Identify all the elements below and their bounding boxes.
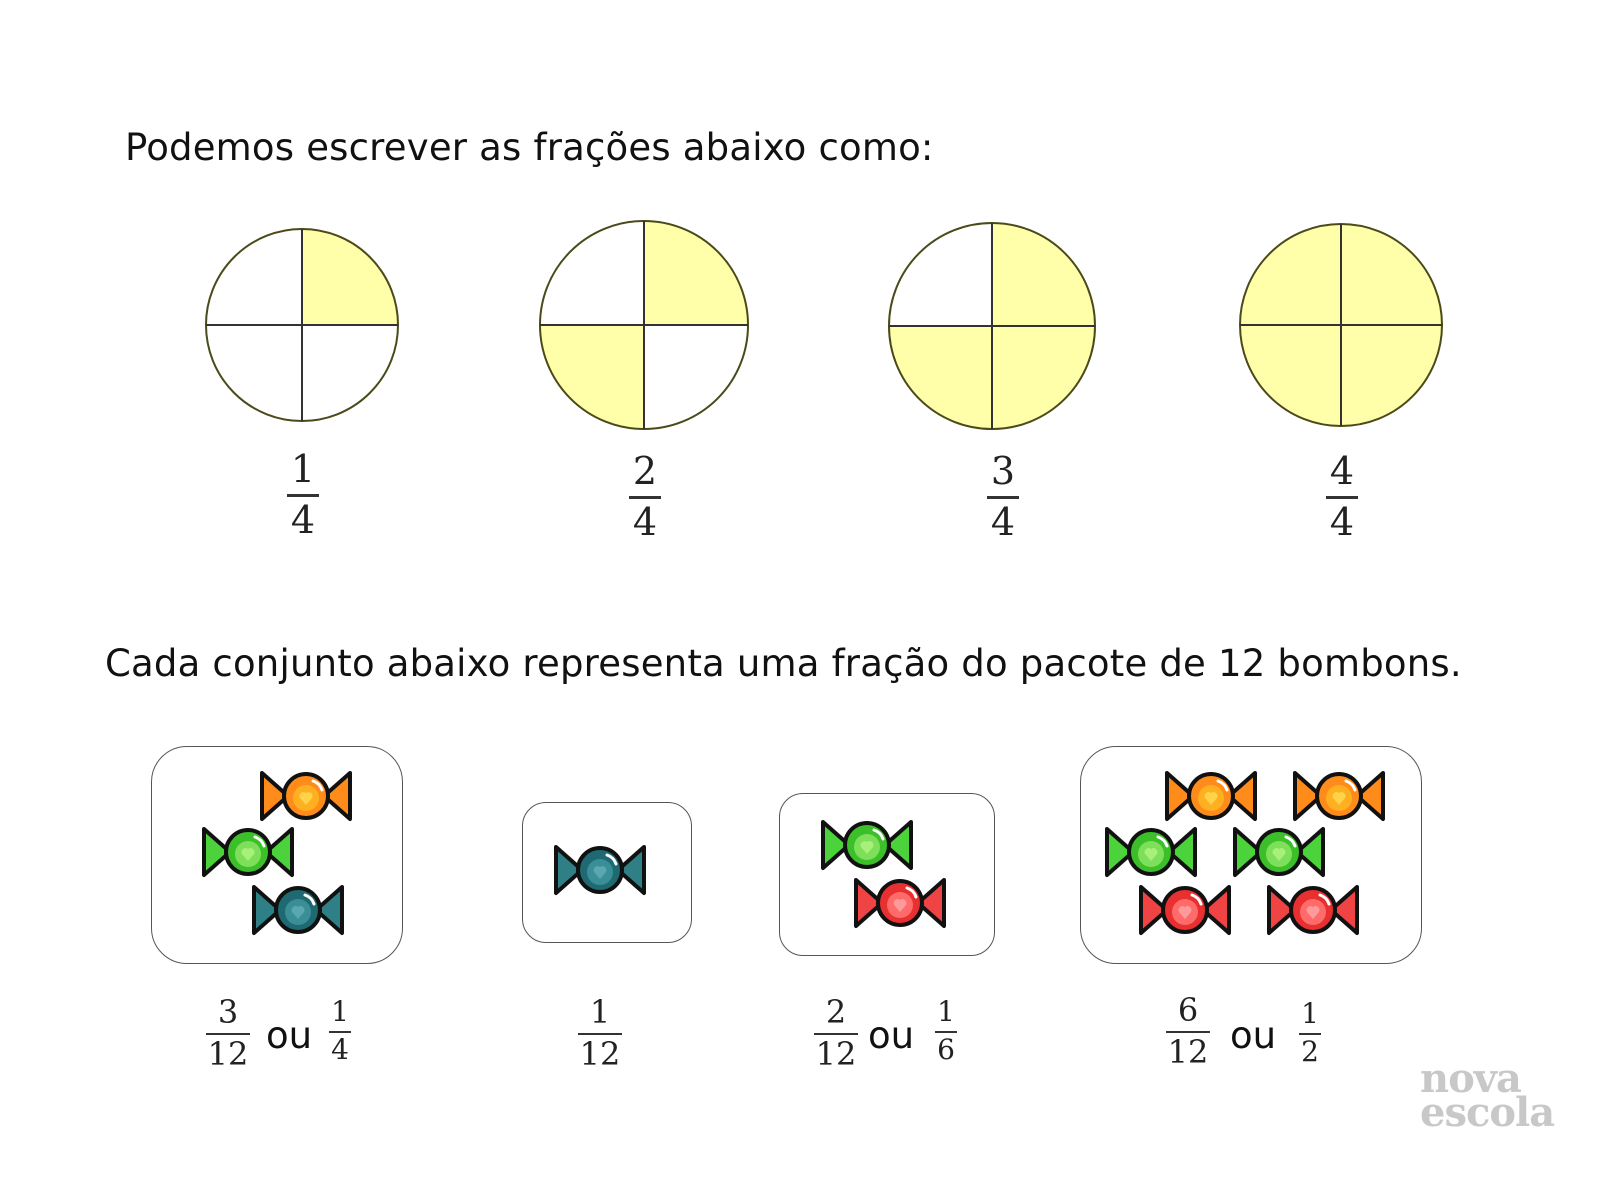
logo-line-1: nova — [1420, 1055, 1522, 1102]
fraction-bar — [578, 1033, 622, 1035]
or-label: ou — [868, 1014, 915, 1057]
candy-set-box — [522, 802, 692, 943]
teal-candy-icon — [552, 843, 648, 897]
denominator: 4 — [331, 1033, 349, 1066]
numerator: 1 — [937, 995, 955, 1028]
candy-set-box — [151, 746, 403, 964]
denominator: 12 — [207, 1035, 249, 1073]
pie-chart-three-quarters — [888, 222, 1096, 430]
candy-set-box — [779, 793, 995, 956]
or-label: ou — [1230, 1014, 1277, 1057]
numerator: 2 — [825, 993, 847, 1031]
numerator: 1 — [331, 995, 349, 1028]
or-label: ou — [266, 1014, 313, 1057]
denominator: 12 — [1167, 1033, 1209, 1071]
fraction-label: 1 4 — [287, 450, 319, 539]
fraction-bar — [987, 496, 1019, 499]
denominator: 4 — [990, 500, 1016, 544]
numerator: 3 — [990, 449, 1016, 493]
numerator: 4 — [1329, 449, 1355, 493]
fraction-bar — [814, 1033, 858, 1035]
denominator: 4 — [1329, 500, 1355, 544]
red-candy-icon — [1265, 883, 1361, 937]
green-candy-icon — [1231, 825, 1327, 879]
fraction-bar — [329, 1031, 351, 1033]
green-candy-icon — [819, 818, 915, 872]
numerator: 1 — [589, 993, 611, 1031]
denominator: 2 — [1301, 1035, 1319, 1068]
pie-chart-four-quarters — [1239, 223, 1443, 427]
fraction-label: 2 4 — [629, 452, 661, 541]
fraction-bar — [1299, 1033, 1321, 1035]
red-candy-icon — [1137, 883, 1233, 937]
simplified-fraction-label: 1 2 — [1299, 1000, 1321, 1066]
fraction-label: 2 12 — [814, 996, 858, 1070]
candies-intro-heading: Cada conjunto abaixo representa uma fraç… — [105, 642, 1462, 685]
denominator: 6 — [937, 1033, 955, 1066]
fraction-bar — [935, 1031, 957, 1033]
fractions-intro-heading: Podemos escrever as frações abaixo como: — [125, 126, 934, 169]
fraction-label: 3 12 — [206, 996, 250, 1070]
numerator: 3 — [217, 993, 239, 1031]
green-candy-icon — [200, 825, 296, 879]
denominator: 12 — [815, 1035, 857, 1073]
fraction-bar — [1326, 496, 1358, 499]
green-candy-icon — [1103, 825, 1199, 879]
numerator: 2 — [632, 449, 658, 493]
denominator: 12 — [579, 1035, 621, 1073]
numerator: 6 — [1177, 991, 1199, 1029]
simplified-fraction-label: 1 4 — [329, 998, 351, 1064]
simplified-fraction-label: 1 6 — [935, 998, 957, 1064]
red-candy-icon — [852, 876, 948, 930]
fraction-bar — [629, 496, 661, 499]
fraction-label: 1 12 — [578, 996, 622, 1070]
pie-chart-two-quarters — [539, 220, 749, 430]
candy-set-box — [1080, 746, 1422, 964]
fraction-label: 4 4 — [1326, 452, 1358, 541]
denominator: 4 — [290, 498, 316, 542]
fraction-bar — [1166, 1031, 1210, 1033]
fraction-bar — [206, 1033, 250, 1035]
pie-chart-one-quarter — [205, 228, 399, 422]
numerator: 1 — [290, 447, 316, 491]
fraction-label: 6 12 — [1166, 994, 1210, 1068]
orange-candy-icon — [1163, 769, 1259, 823]
denominator: 4 — [632, 500, 658, 544]
logo-line-2: escola — [1420, 1089, 1555, 1136]
teal-candy-icon — [250, 883, 346, 937]
numerator: 1 — [1301, 997, 1319, 1030]
orange-candy-icon — [258, 769, 354, 823]
fraction-label: 3 4 — [987, 452, 1019, 541]
orange-candy-icon — [1291, 769, 1387, 823]
fraction-bar — [287, 494, 319, 497]
nova-escola-logo: nova escola — [1420, 1055, 1555, 1136]
